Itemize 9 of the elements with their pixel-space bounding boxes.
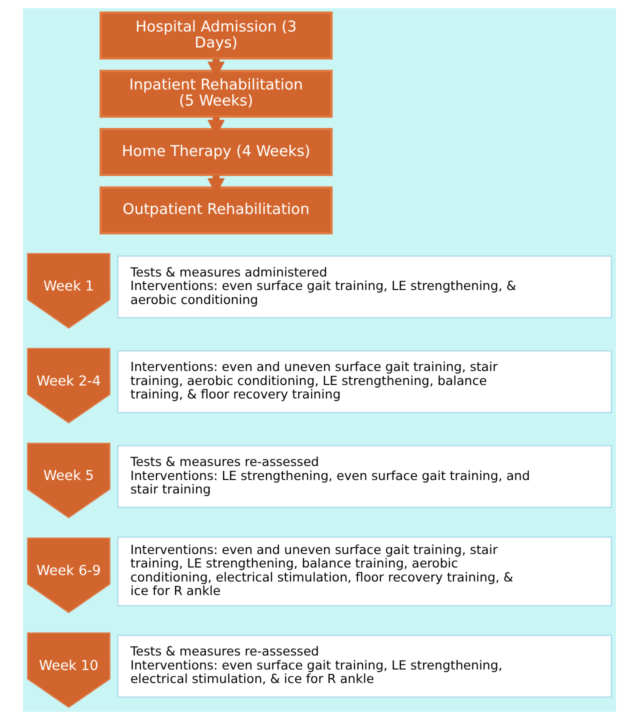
node-box: Hospital Admission (3 Days) <box>99 12 332 60</box>
node-box: Interventions: even and uneven surface gait training, stair training, aerobic conditioning, LE strengthening, balance training, & floor recovery training <box>116 350 612 414</box>
node-box: Outpatient Rehabilitation <box>99 186 332 234</box>
node-box: Interventions: even and uneven surface gait training, stair training, LE strengthening, balance training, aerobic conditioning, electrical stimulation, floor recovery training, & ice for R ankle <box>116 536 612 606</box>
node-box: Tests & measures re-assessed Interventions: LE strengthening, even surface gait training, and stair training <box>116 445 612 508</box>
node-box: Tests & measures administered Interventions: even surface gait training, LE strengthening, & aerobic conditioning <box>116 255 612 318</box>
node-box: Home Therapy (4 Weeks) <box>99 128 332 176</box>
node-box: Tests & measures re-assessed Interventions: even surface gait training, LE strengthening, electrical stimulation, & ice for R ankle <box>116 634 612 698</box>
node-box: Inpatient Rehabilitation (5 Weeks) <box>99 70 332 118</box>
